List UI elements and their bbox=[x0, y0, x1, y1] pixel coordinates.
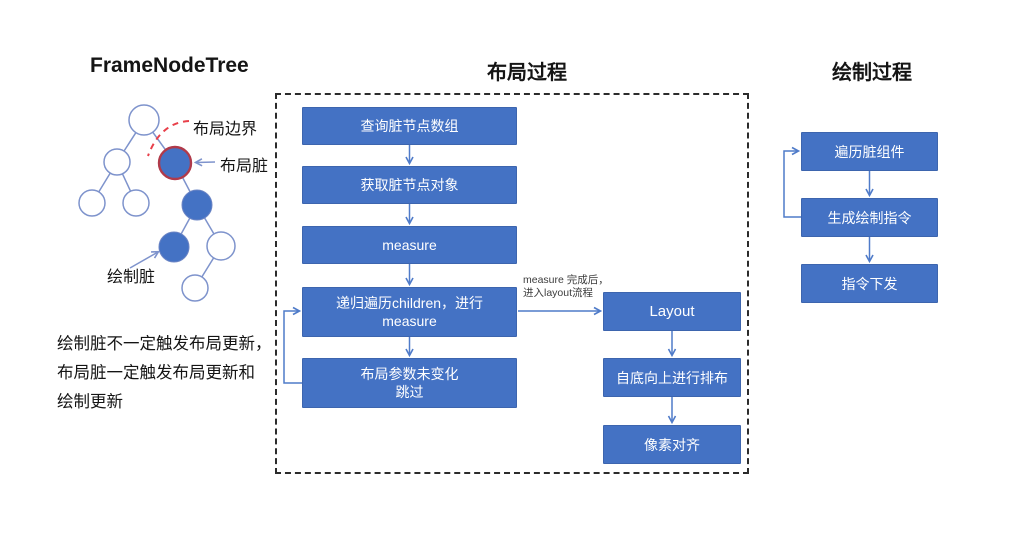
flow-box-pixel-align: 像素对齐 bbox=[603, 425, 741, 464]
dirty-rules-note: 绘制脏不一定触发布局更新， 布局脏一定触发布局更新和 绘制更新 bbox=[57, 335, 272, 411]
tree-node bbox=[181, 274, 209, 302]
measure-done-label: measure 完成后， 进入layout流程 bbox=[523, 274, 609, 299]
layout-boundary-label: 布局边界 bbox=[193, 121, 258, 138]
tree-node bbox=[206, 231, 236, 261]
draw-dirty-label: 绘制脏 bbox=[107, 269, 156, 286]
draw-dirty-arrow-icon bbox=[129, 250, 160, 269]
tree-node-draw-dirty bbox=[158, 231, 190, 263]
flow-box-layout: Layout bbox=[603, 292, 741, 331]
draw-process-arrows bbox=[783, 146, 874, 264]
frame-node-tree bbox=[78, 104, 236, 302]
layout-boundary-dash-icon bbox=[147, 120, 190, 157]
layout-dirty-label: 布局脏 bbox=[220, 158, 269, 175]
draw-process-title: 绘制过程 bbox=[832, 62, 912, 84]
tree-node-dirty bbox=[181, 189, 213, 221]
flow-box-measure: measure bbox=[302, 226, 517, 264]
loop-arrow-icon bbox=[783, 146, 801, 218]
flow-box-get-dirty-object: 获取脏节点对象 bbox=[302, 166, 517, 204]
layout-process-arrows bbox=[283, 145, 677, 425]
loop-arrow-icon bbox=[283, 306, 302, 384]
tree-node bbox=[103, 148, 131, 176]
flow-box-query-dirty-array: 查询脏节点数组 bbox=[302, 107, 517, 145]
flow-box-bottom-up-arrange: 自底向上进行排布 bbox=[603, 358, 741, 397]
tree-node bbox=[78, 189, 106, 217]
flow-box-generate-draw-commands: 生成绘制指令 bbox=[801, 198, 938, 237]
tree-node-layout-dirty bbox=[157, 145, 193, 181]
layout-process-container bbox=[275, 93, 749, 474]
flow-box-params-unchanged-skip: 布局参数未变化 跳过 bbox=[302, 358, 517, 408]
flow-box-recurse-children: 递归遍历children，进行 measure bbox=[302, 287, 517, 337]
framenodetree-title: FrameNodeTree bbox=[90, 54, 249, 77]
layout-dirty-arrow-icon bbox=[193, 158, 216, 167]
tree-node bbox=[122, 189, 150, 217]
tree-node-root bbox=[128, 104, 160, 136]
flow-box-dispatch-commands: 指令下发 bbox=[801, 264, 938, 303]
layout-process-title: 布局过程 bbox=[487, 62, 567, 84]
flow-box-traverse-dirty-components: 遍历脏组件 bbox=[801, 132, 938, 171]
